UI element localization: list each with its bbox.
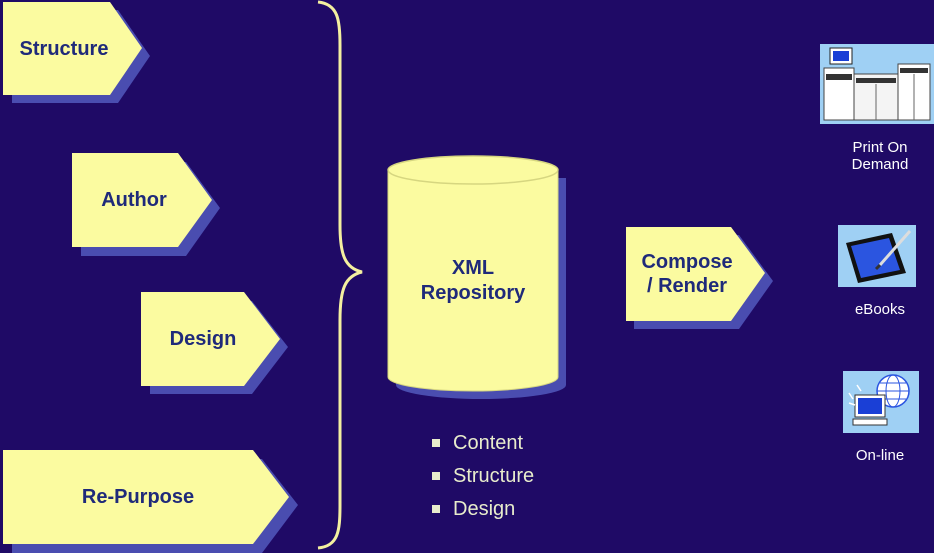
repurpose-pentagon [3, 450, 298, 553]
design-pentagon [141, 292, 288, 394]
bullet-item: Structure [432, 459, 534, 492]
compose-pentagon [626, 227, 773, 329]
step-author: Author [72, 153, 196, 247]
repository-label-line2: Repository [420, 282, 526, 304]
printer-press-icon [820, 44, 934, 124]
structure-pentagon [3, 2, 150, 103]
author-pentagon [72, 153, 220, 256]
bullet-item: Design [432, 492, 534, 525]
step-design: Design [141, 292, 265, 386]
step-structure-label: Structure [19, 37, 109, 60]
repository-cylinder [387, 155, 566, 399]
compose-label-line2: / Render [646, 275, 728, 297]
bullet-text: Design [453, 497, 516, 520]
step-repurpose: Re-Purpose [3, 450, 273, 544]
step-structure: Structure [3, 2, 125, 95]
step-design-label: Design [169, 328, 237, 350]
output-label-print: Print On Demand [851, 139, 909, 173]
bullet-square-icon [432, 504, 440, 513]
step-repurpose-label: Re-Purpose [81, 486, 195, 508]
bullet-item: Content [432, 426, 534, 459]
step-compose: Compose / Render [626, 227, 748, 321]
output-label-online: On-line [855, 447, 905, 464]
repository-bullet-list: Content Structure Design [432, 426, 534, 525]
bullet-text: Content [453, 431, 524, 454]
bullet-square-icon [432, 438, 440, 447]
bullet-text: Structure [453, 464, 535, 487]
output-label-ebooks: eBooks [854, 301, 906, 318]
repository-label-line1: XML [451, 257, 495, 279]
ebook-tablet-icon [838, 225, 916, 287]
repository-label: XML Repository [388, 256, 558, 306]
step-author-label: Author [101, 189, 167, 211]
compose-label-line1: Compose [641, 251, 733, 273]
bullet-square-icon [432, 471, 440, 480]
online-computer-globe-icon [843, 371, 919, 433]
grouping-brace [317, 0, 363, 550]
